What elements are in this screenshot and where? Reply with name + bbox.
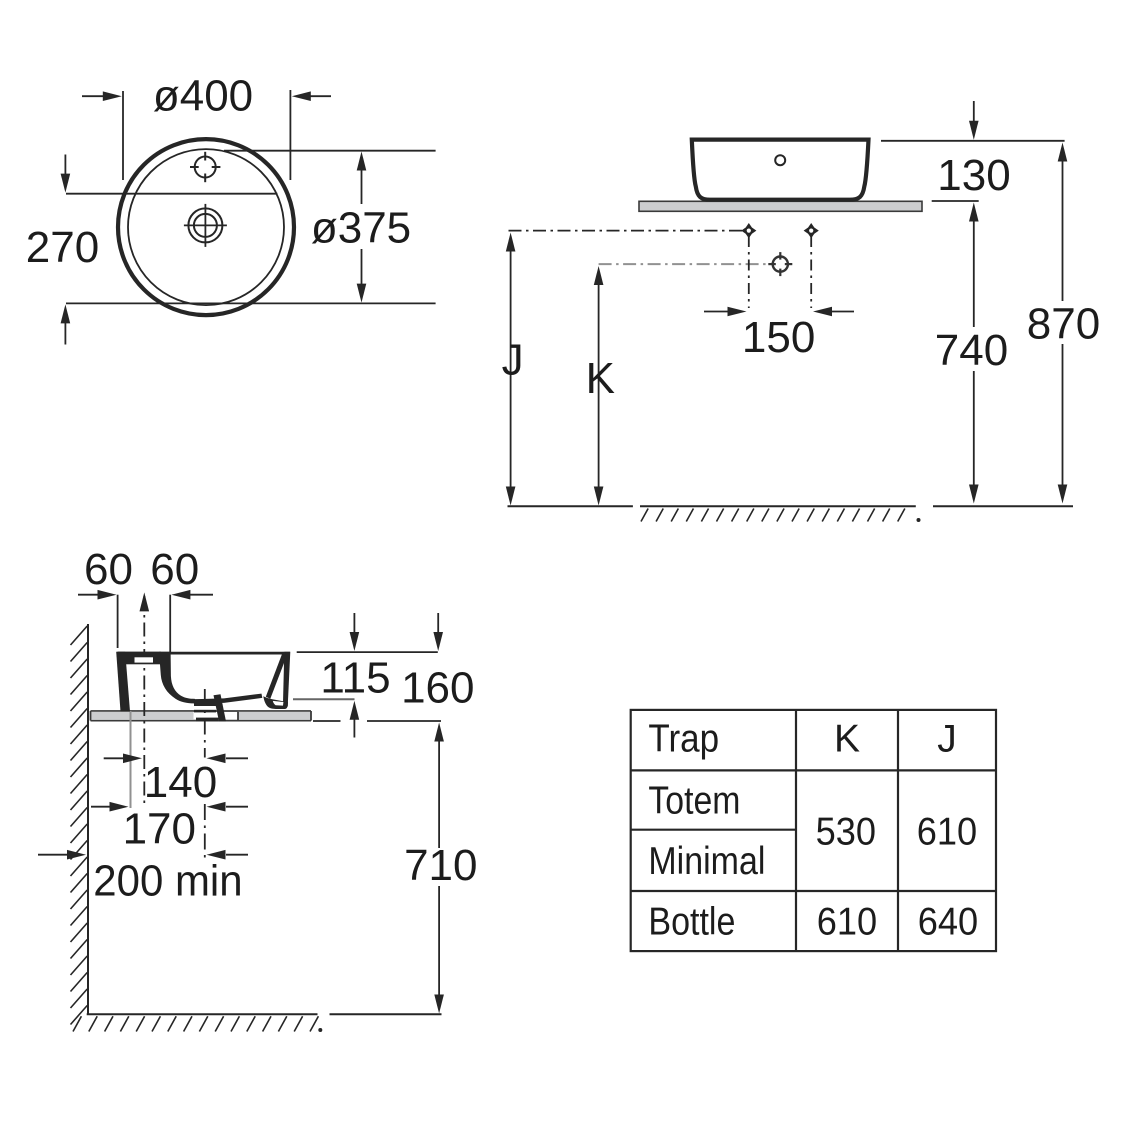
svg-text:115: 115 [320, 654, 390, 703]
svg-text:Totem: Totem [648, 780, 740, 823]
svg-text:740: 740 [935, 326, 1008, 375]
svg-text:130: 130 [937, 151, 1010, 200]
svg-text:140: 140 [144, 758, 217, 807]
svg-text:Trap: Trap [648, 718, 719, 761]
svg-text:J: J [937, 718, 957, 761]
svg-text:ø400: ø400 [153, 72, 253, 121]
svg-text:270: 270 [26, 223, 99, 272]
svg-text:160: 160 [401, 664, 474, 713]
svg-text:J: J [502, 336, 524, 385]
svg-text:60: 60 [84, 545, 133, 594]
svg-text:200 min: 200 min [93, 857, 242, 906]
svg-text:K: K [834, 718, 860, 761]
svg-text:60: 60 [150, 545, 199, 594]
svg-text:610: 610 [817, 901, 877, 944]
svg-text:Bottle: Bottle [648, 901, 735, 944]
svg-text:530: 530 [816, 810, 876, 853]
svg-text:870: 870 [1027, 300, 1100, 349]
svg-text:K: K [586, 354, 615, 403]
svg-text:ø375: ø375 [311, 204, 411, 253]
svg-text:710: 710 [404, 841, 477, 890]
svg-text:610: 610 [917, 810, 977, 853]
svg-text:170: 170 [123, 805, 196, 854]
svg-text:Minimal: Minimal [648, 840, 765, 883]
svg-text:640: 640 [918, 901, 978, 944]
svg-text:150: 150 [742, 313, 815, 362]
